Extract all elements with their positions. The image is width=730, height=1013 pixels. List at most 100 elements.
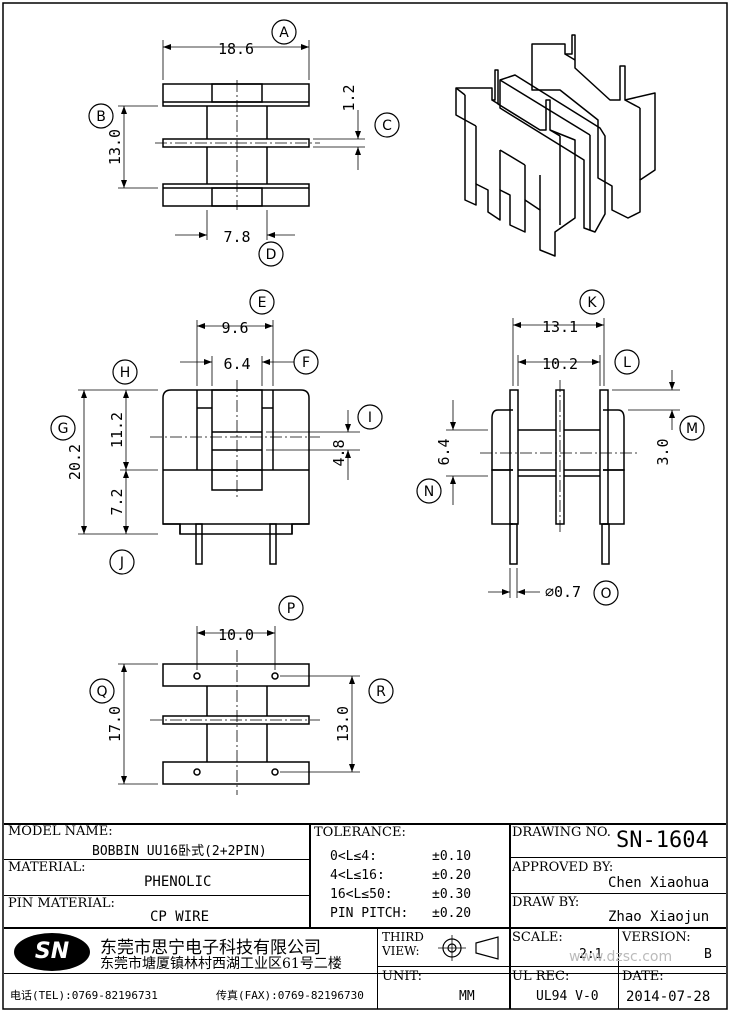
- callout-E-label: E: [258, 295, 267, 311]
- company-fax: 传真(FAX):0769-82196730: [216, 989, 364, 1002]
- scale-label: SCALE:: [512, 930, 563, 945]
- callout-C-circle: [374, 112, 400, 138]
- drawing-no-label: DRAWING NO.: [512, 825, 611, 840]
- dim-A-value: 18.6: [218, 40, 254, 58]
- callout-G-circle: [50, 415, 76, 441]
- dim-O-value: ⌀0.7: [545, 583, 581, 601]
- dim-J-value: 7.2: [108, 488, 126, 515]
- ul-rec-value: UL94 V-0: [536, 989, 599, 1004]
- top-view: [118, 40, 365, 240]
- callout-O-label: O: [600, 586, 611, 602]
- callout-M-label: M: [686, 421, 698, 437]
- dim-E-value: 9.6: [221, 319, 248, 337]
- callout-G-label: G: [58, 421, 69, 437]
- dim-P-value: 10.0: [218, 626, 254, 644]
- material: PHENOLIC: [144, 874, 212, 890]
- callout-A-label: A: [279, 25, 289, 41]
- callout-F-label: F: [302, 355, 310, 371]
- callout-P-circle: [278, 595, 304, 621]
- dim-I-value: 4.8: [330, 439, 348, 466]
- dim-N-value: 6.4: [435, 438, 453, 465]
- bottom-view: [118, 626, 360, 795]
- callout-N-label: N: [424, 484, 434, 500]
- callout-H-label: H: [120, 365, 131, 381]
- tolerance-value-1: ±0.10: [432, 849, 472, 864]
- dim-M-value: 3.0: [654, 438, 672, 465]
- draw-by-label: DRAW BY:: [512, 895, 580, 910]
- callout-D-label: D: [266, 247, 277, 263]
- date-label: DATE:: [622, 969, 664, 984]
- callout-K-label: K: [587, 295, 597, 311]
- callout-M-circle: [679, 415, 705, 441]
- callout-Q-circle: [89, 678, 115, 704]
- date-value: 2014-07-28: [626, 989, 711, 1005]
- callout-F-circle: [293, 349, 319, 375]
- dimension-callouts: A B C D E F G H I J K L M N O P Q R: [50, 19, 705, 704]
- tolerance-value-4: ±0.20: [432, 906, 472, 921]
- isometric-view: [455, 34, 656, 257]
- model-name-label: MODEL NAME:: [8, 824, 113, 839]
- pin-material-label: PIN MATERIAL:: [8, 896, 115, 911]
- dim-L-value: 10.2: [542, 355, 578, 373]
- tolerance-range-4: PIN PITCH:: [330, 906, 409, 921]
- tolerance-range-1: 0<L≤4:: [330, 849, 377, 864]
- callout-J-label: J: [119, 555, 124, 571]
- callout-I-label: I: [368, 410, 372, 426]
- version-label: VERSION:: [622, 930, 691, 945]
- callout-E-circle: [249, 289, 275, 315]
- callout-K-circle: [579, 289, 605, 315]
- watermark: www.dzsc.com: [569, 949, 673, 965]
- callout-I-circle: [357, 404, 383, 430]
- callout-N-circle: [416, 478, 442, 504]
- dim-G-value: 20.2: [66, 444, 84, 480]
- callout-J-circle: [109, 549, 135, 575]
- callout-L-label: L: [623, 355, 631, 371]
- tolerance-value-3: ±0.30: [432, 887, 472, 902]
- tolerance-label: TOLERANCE:: [314, 825, 406, 840]
- pin-material: CP WIRE: [150, 909, 210, 925]
- approved-by-label: APPROVED BY:: [512, 860, 614, 875]
- dim-H-value: 11.2: [108, 412, 126, 448]
- title-block: MODEL NAME: BOBBIN UU16卧式(2+2PIN) MATERI…: [4, 823, 726, 1009]
- scale-value: 2:1: [579, 947, 603, 962]
- ul-rec-label: UL REC:: [512, 969, 570, 984]
- callout-A-circle: [271, 19, 297, 45]
- dim-Q-value: 17.0: [106, 706, 124, 742]
- callout-B-circle: [88, 103, 114, 129]
- drawing-no: SN-1604: [616, 828, 709, 853]
- dim-K-value: 13.1: [542, 318, 578, 336]
- callout-R-label: R: [376, 684, 386, 700]
- callout-H-circle: [112, 359, 138, 385]
- callout-C-label: C: [382, 118, 392, 134]
- tolerance-range-2: 4<L≤16:: [330, 868, 385, 883]
- front-view: [78, 320, 360, 565]
- company-logo: SN: [14, 933, 90, 971]
- dim-F-value: 6.4: [223, 355, 250, 373]
- version-value: B: [704, 947, 712, 962]
- company-tel: 电话(TEL):0769-82196731: [10, 989, 158, 1002]
- tolerance-range-3: 16<L≤50:: [330, 887, 393, 902]
- dim-B-value: 13.0: [106, 129, 124, 165]
- callout-P-label: P: [287, 601, 295, 617]
- callout-L-circle: [614, 349, 640, 375]
- dim-R-value: 13.0: [334, 706, 352, 742]
- third-angle-projection-symbol: [438, 935, 499, 961]
- tolerance-value-2: ±0.20: [432, 868, 472, 883]
- company-address: 东莞市塘厦镇林村西湖工业区61号二楼: [100, 956, 342, 972]
- third-view-label: THIRD VIEW:: [382, 930, 424, 958]
- callout-R-circle: [368, 678, 394, 704]
- unit-label: UNIT:: [382, 969, 423, 984]
- approved-by: Chen Xiaohua: [608, 875, 710, 891]
- company-name: 东莞市思宁电子科技有限公司: [100, 938, 321, 958]
- company-logo-text: SN: [34, 939, 70, 964]
- callout-O-circle: [593, 580, 619, 606]
- dim-D-value: 7.8: [223, 228, 250, 246]
- callout-Q-label: Q: [96, 684, 107, 700]
- dim-C-value: 1.2: [340, 84, 358, 111]
- callout-D-circle: [258, 241, 284, 267]
- draw-by: Zhao Xiaojun: [608, 909, 710, 925]
- side-view: [446, 318, 680, 598]
- unit-value: MM: [459, 989, 475, 1004]
- callout-B-label: B: [96, 109, 106, 125]
